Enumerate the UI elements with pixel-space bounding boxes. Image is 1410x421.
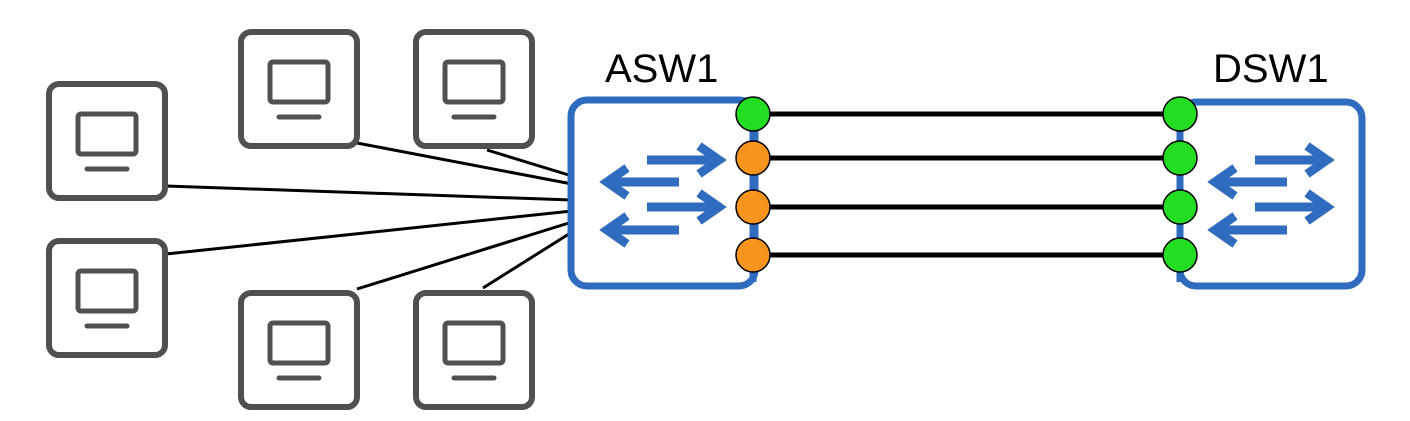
pc-link-line [482, 230, 573, 290]
pc-box [46, 238, 168, 358]
pc-node[interactable] [413, 29, 535, 149]
pc-box [46, 81, 168, 201]
arrow-left-icon [1207, 164, 1287, 200]
monitor-icon [267, 59, 331, 120]
pc-link-line [165, 209, 573, 256]
trunk-links [753, 111, 1180, 258]
switch-arrows-icon [599, 142, 727, 248]
pc-box [413, 29, 535, 149]
pc-node[interactable] [46, 238, 168, 358]
pc-box [238, 290, 360, 410]
pcs [46, 29, 535, 410]
arrow-left-icon [1207, 212, 1287, 248]
asw1-port-forwarding[interactable] [735, 96, 771, 132]
pc-box [238, 29, 360, 149]
monitor-icon [75, 268, 139, 329]
pc-link-line [356, 141, 573, 186]
switch-box [1176, 98, 1366, 290]
switch-box [567, 96, 759, 290]
dsw1-port-forwarding[interactable] [1162, 237, 1198, 273]
asw1-port-blocking[interactable] [735, 237, 771, 273]
pc-node[interactable] [238, 29, 360, 149]
asw1-port-blocking[interactable] [735, 189, 771, 225]
dsw1-port-forwarding[interactable] [1162, 189, 1198, 225]
pc-link-line [486, 148, 573, 178]
arrow-right-icon [1255, 142, 1335, 178]
arrow-left-icon [599, 212, 679, 248]
arrow-left-icon [599, 164, 679, 200]
pc-node[interactable] [238, 290, 360, 410]
pc-node[interactable] [46, 81, 168, 201]
monitor-icon [75, 111, 139, 172]
arrow-right-icon [1255, 189, 1335, 225]
dsw1-port-forwarding[interactable] [1162, 96, 1198, 132]
switch-arrows-icon [1207, 142, 1335, 248]
pc-links [165, 141, 573, 291]
pc-link-line [165, 184, 573, 202]
monitor-icon [442, 320, 506, 381]
pc-link-line [356, 220, 573, 291]
switch-label-dsw1: DSW1 [1213, 47, 1329, 91]
asw1-port-blocking[interactable] [735, 140, 771, 176]
monitor-icon [267, 320, 331, 381]
switch-dsw1[interactable]: DSW1 [1176, 47, 1366, 290]
pc-box [413, 290, 535, 410]
pc-node[interactable] [413, 290, 535, 410]
arrow-right-icon [647, 142, 727, 178]
monitor-icon [442, 59, 506, 120]
switch-asw1[interactable]: ASW1 [567, 47, 759, 290]
dsw1-port-forwarding[interactable] [1162, 140, 1198, 176]
arrow-right-icon [647, 189, 727, 225]
ports [735, 96, 1198, 282]
switch-label-asw1: ASW1 [605, 47, 718, 91]
